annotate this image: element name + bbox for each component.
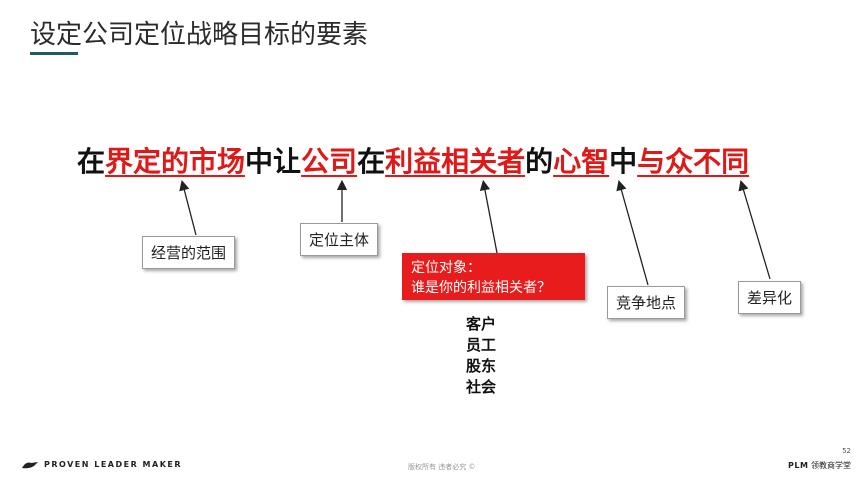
- page-number: 52: [842, 447, 851, 455]
- title-accent-rule: [30, 52, 78, 55]
- statement-part-highlight: 与众不同: [637, 145, 750, 178]
- footer-copyright: 版权所有 违者必究 ©: [408, 463, 476, 471]
- arrow-market: [179, 179, 197, 236]
- statement-part: 中让: [245, 145, 302, 178]
- positioning-statement: 在界定的市场中让公司在利益相关者的心智中与众不同: [77, 140, 749, 180]
- statement-part-highlight: 界定的市场: [105, 145, 246, 178]
- statement-part: 的: [525, 145, 554, 178]
- brand-logo-icon: [22, 461, 38, 468]
- page-title: 设定公司定位战略目标的要素: [30, 20, 369, 50]
- footer-right-logo: PLM: [788, 461, 809, 470]
- callout-positioning-subject: 定位主体: [300, 223, 379, 256]
- arrow-different: [738, 180, 771, 280]
- stakeholder-list: 客户 员工 股东 社会: [466, 314, 496, 398]
- stakeholder-item: 股东: [466, 357, 497, 375]
- statement-part-highlight: 心智: [553, 145, 610, 178]
- statement-part: 在: [357, 145, 386, 178]
- callout-positioning-object: 定位对象： 谁是你的利益相关者？: [402, 253, 585, 300]
- callout-differentiation: 差异化: [738, 281, 802, 314]
- statement-part: 在: [77, 145, 106, 178]
- arrow-mind: [616, 179, 649, 286]
- footer-brand-text: PROVEN LEADER MAKER: [44, 460, 183, 469]
- statement-part: 中: [609, 145, 638, 178]
- callout-object-line2: 谁是你的利益相关者？: [411, 280, 551, 296]
- arrow-object: [479, 179, 498, 254]
- stakeholder-item: 社会: [466, 378, 497, 396]
- stakeholder-item: 客户: [466, 315, 497, 333]
- statement-part-highlight: 利益相关者: [385, 145, 526, 178]
- footer-brand: PROVEN LEADER MAKER: [22, 460, 182, 469]
- callout-object-line1: 定位对象：: [411, 260, 481, 276]
- footer-right-brand: PLM 领教商学堂: [788, 460, 851, 471]
- callout-market-scope: 经营的范围: [142, 236, 236, 269]
- stakeholder-item: 员工: [466, 336, 497, 354]
- footer-right-text: 领教商学堂: [811, 461, 851, 470]
- callout-competition-place: 竞争地点: [607, 286, 686, 319]
- statement-part-highlight: 公司: [301, 145, 358, 178]
